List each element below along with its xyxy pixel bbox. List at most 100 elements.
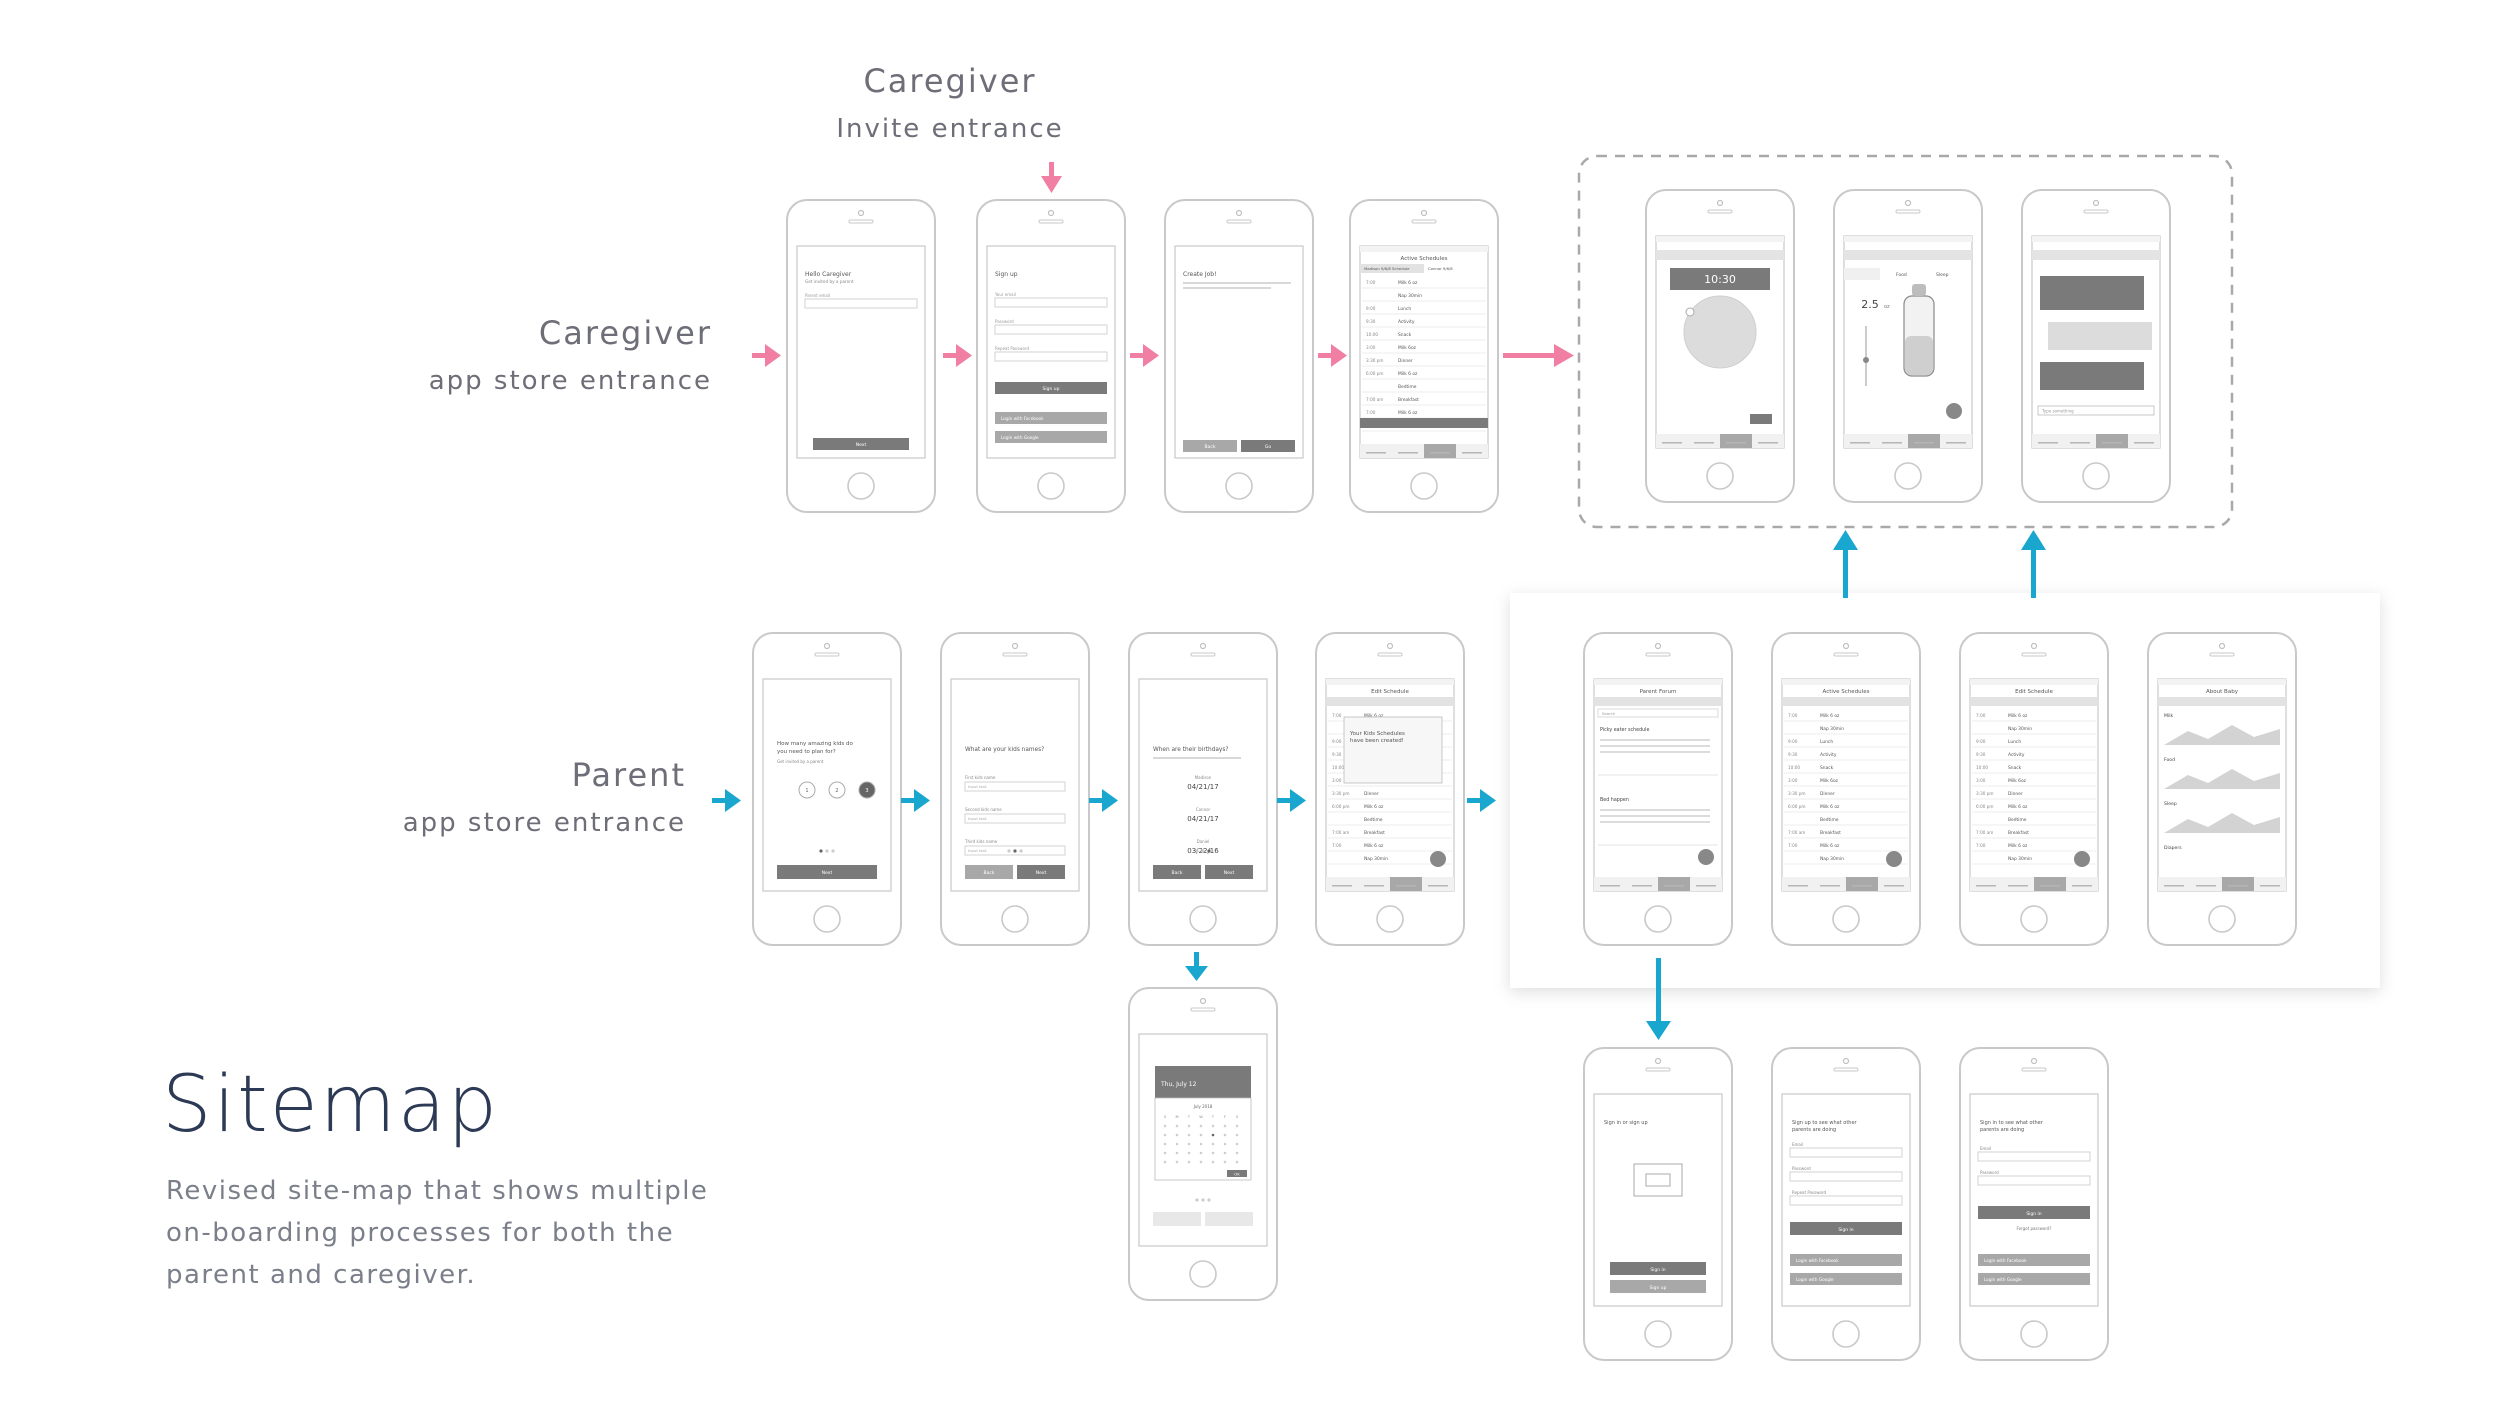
calendar-day — [1199, 1160, 1203, 1164]
amount-value: 2.5 — [1861, 298, 1879, 311]
schedule-time: 7:00 am — [1332, 830, 1349, 835]
phone-speaker — [2021, 1067, 2047, 1072]
phone-speaker — [1645, 1067, 1671, 1072]
calendar-day — [1223, 1151, 1227, 1155]
status-bar — [2032, 236, 2160, 242]
bottom-tab-label — [1428, 885, 1448, 887]
calendar-day — [1223, 1124, 1227, 1128]
button-label: Sign in — [1838, 1227, 1853, 1233]
bottom-tab-label — [2260, 885, 2280, 887]
screen-link: Get invited by a parent — [777, 759, 824, 764]
schedule-item: Activity — [1398, 319, 1415, 325]
arrow-parent-2 — [901, 789, 930, 812]
wire-block — [1790, 1273, 1902, 1285]
page-dot — [831, 849, 835, 853]
chat-placeholder: Type something — [2041, 409, 2074, 414]
schedule-tabs — [1970, 697, 2098, 706]
phone-camera — [1420, 209, 1428, 217]
schedule-item: Breakfast — [2008, 830, 2029, 836]
add-button — [1886, 851, 1902, 867]
bottom-tab-label — [1664, 885, 1684, 887]
text-line — [1183, 287, 1271, 289]
wire-block — [1610, 1280, 1706, 1293]
button-label: Go — [1265, 444, 1271, 450]
page-dot — [1195, 1198, 1199, 1202]
bottom-tab-label — [2164, 885, 2184, 887]
bottom-tab-label — [1662, 442, 1682, 444]
bottom-tab-label — [1850, 442, 1870, 444]
schedule-time: 3:00 — [1976, 778, 1986, 783]
feed-tab-active — [1844, 268, 1880, 280]
schedule-time: 3:00 — [1788, 778, 1798, 783]
input-field — [994, 351, 1108, 362]
schedule-tab-active — [1360, 264, 1424, 273]
schedule-item: Milk 6 oz — [1398, 371, 1418, 377]
wire-block — [1241, 440, 1295, 452]
wire-block — [1978, 1273, 2090, 1285]
wire-block — [1205, 865, 1253, 879]
baby-section-title: Sleep — [2164, 801, 2177, 807]
input-field — [964, 813, 1066, 824]
field-label: Password — [995, 319, 1014, 324]
phone-caregiver-timer: 10:30 — [1645, 189, 1795, 503]
text-line — [1183, 282, 1291, 284]
schedule-item: Dinner — [2008, 791, 2023, 797]
calendar-day — [1235, 1160, 1239, 1164]
screen-title: Hello Caregiver — [805, 271, 852, 278]
schedule-item: Nap 30min — [1364, 856, 1388, 862]
schedule-time: 3:00 — [1332, 778, 1342, 783]
calendar-day — [1187, 1124, 1191, 1128]
description-line: Revised site-map that shows multiple — [166, 1176, 709, 1206]
bottom-tab-active — [2034, 877, 2066, 891]
bottom-tab-active — [1720, 434, 1752, 448]
phone-home-button — [1894, 462, 1922, 490]
button-label: Next — [1224, 870, 1235, 876]
bottom-tab-label — [1600, 885, 1620, 887]
screen-content: When are their birthdays?Madison04/21/17… — [1153, 747, 1253, 879]
timer-handle — [1685, 307, 1695, 317]
schedule-item: Bedtime — [2008, 817, 2027, 823]
field-label: Third kids name — [964, 839, 998, 844]
forum-post-line — [1600, 745, 1710, 747]
timer-box — [1670, 268, 1770, 290]
schedule-time: 7:00 — [1976, 843, 1986, 848]
input-field — [964, 781, 1066, 792]
schedule-tab: Madison 9/6/8 Schedule — [1364, 266, 1410, 271]
forum-post-title: Bed happen — [1600, 797, 1629, 803]
button-label: Login with Facebook — [1796, 1258, 1839, 1263]
input-field — [1977, 1151, 2091, 1162]
wire-block — [1153, 1212, 1201, 1226]
calendar-weekday: S — [1164, 1115, 1167, 1119]
schedule-item: Milk 6oz — [2008, 778, 2027, 784]
baby-section-title: Diapers — [2164, 845, 2182, 851]
input-field — [1977, 1175, 2091, 1186]
phone-speaker — [1190, 652, 1216, 657]
phone-camera — [1654, 1057, 1662, 1065]
forum-post-title: Picky eater schedule — [1600, 727, 1649, 733]
status-bar — [1782, 679, 1910, 685]
schedule-time: 9:30 — [1366, 319, 1376, 324]
schedule-item: Breakfast — [1398, 397, 1419, 403]
bottom-tab-label — [2040, 885, 2060, 887]
button-label: Next — [822, 870, 833, 876]
wire-block — [965, 865, 1013, 879]
schedule-item: Dinner — [1398, 358, 1413, 364]
phone-camera — [1047, 209, 1055, 217]
phone-home-button — [1644, 1320, 1672, 1348]
calendar-date: Thu, July 12 — [1160, 1081, 1197, 1088]
arrow-up-1 — [1833, 530, 1858, 598]
schedule-item: Nap 30min — [2008, 726, 2032, 732]
phone-camera — [1199, 997, 1207, 1005]
schedule-item: Milk 6 oz — [1364, 713, 1384, 719]
baby-section-title: Food — [2164, 757, 2175, 763]
schedule-time: 3:30 pm — [1332, 791, 1349, 796]
field-label: Password — [1792, 1166, 1811, 1171]
bottom-tab-label — [1396, 885, 1416, 887]
kids-option-label: 2 — [835, 788, 838, 794]
phone-speaker — [1645, 652, 1671, 657]
status-bar — [1594, 679, 1722, 685]
schedule-item: Bedtime — [1820, 817, 1839, 823]
